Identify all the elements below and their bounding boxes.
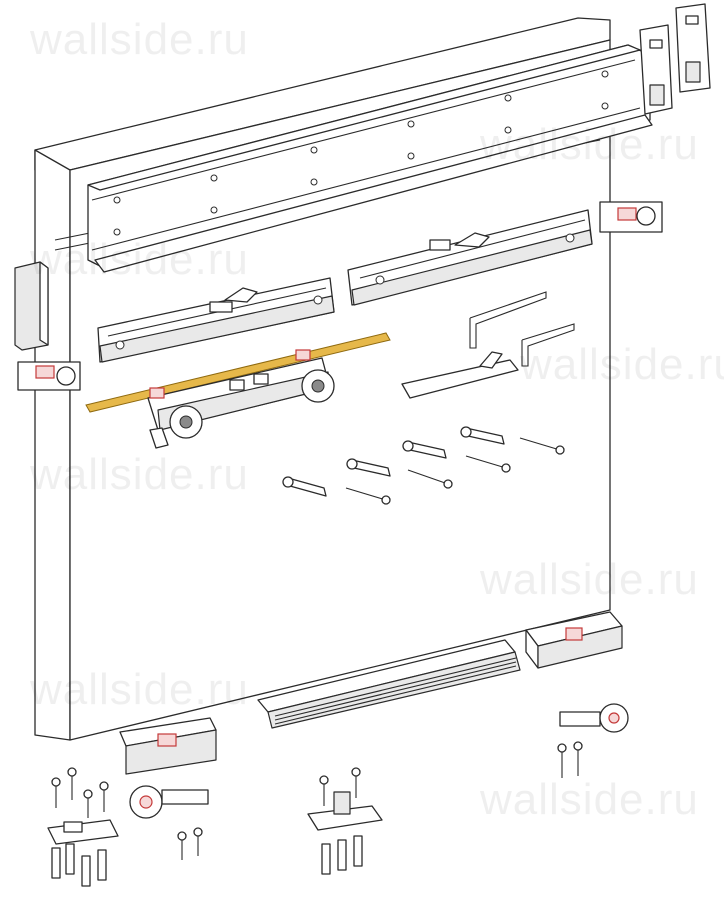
wall-plugs-center — [321, 835, 363, 875]
mounting-hole — [113, 228, 121, 236]
floor-guide-left — [119, 717, 217, 775]
wall-plugs-and-screws — [282, 426, 565, 505]
mounting-hole — [113, 196, 121, 204]
mounting-hole — [407, 120, 415, 128]
floor-guide-right — [525, 611, 623, 669]
mounting-hole — [601, 70, 609, 78]
hex-key-large — [469, 291, 547, 349]
screws-center — [319, 767, 361, 806]
mounting-hole — [210, 174, 218, 182]
mounting-hole — [601, 102, 609, 110]
adjustment-wrench — [401, 351, 519, 399]
soft-close-damper-left — [97, 277, 335, 363]
wood-screw — [407, 469, 453, 489]
end-stopper-right — [599, 201, 663, 233]
watermark: wallside.ru — [520, 340, 724, 389]
hex-key-small — [521, 323, 575, 367]
guide-wheel-right — [559, 703, 629, 733]
watermark: wallside.ru — [480, 555, 699, 604]
end-stopper-left — [17, 361, 81, 391]
wall-plugs-left — [51, 843, 107, 887]
floor-guide-center — [307, 791, 383, 831]
wall-plug — [402, 440, 447, 459]
mounting-hole — [504, 94, 512, 102]
mounting-hole — [310, 146, 318, 154]
wall-plug — [346, 458, 391, 477]
watermark: wallside.ru — [30, 15, 249, 64]
guide-wheel-left — [129, 785, 209, 819]
wood-screw — [465, 455, 511, 473]
end-cap-left — [14, 261, 49, 351]
wall-plug — [460, 426, 505, 445]
screws-right — [557, 741, 583, 778]
wood-screw — [519, 437, 565, 455]
bottom-guide-track — [257, 639, 521, 729]
screws-left — [51, 767, 203, 860]
watermark: wallside.ru — [30, 665, 249, 714]
wood-screw — [345, 487, 391, 505]
mounting-hole — [310, 178, 318, 186]
soft-close-damper-right — [347, 209, 593, 306]
end-bracket-pair — [639, 3, 711, 115]
watermark: wallside.ru — [30, 235, 249, 284]
mounting-hole — [504, 126, 512, 134]
watermark: wallside.ru — [480, 120, 699, 169]
mounting-hole — [210, 206, 218, 214]
watermark: wallside.ru — [480, 775, 699, 824]
watermark: wallside.ru — [30, 450, 249, 499]
top-rail-profile — [87, 44, 653, 273]
roller-carriage — [147, 349, 335, 449]
wall-plug — [282, 476, 327, 497]
mounting-hole — [407, 152, 415, 160]
mounting-plate-left — [47, 819, 119, 845]
